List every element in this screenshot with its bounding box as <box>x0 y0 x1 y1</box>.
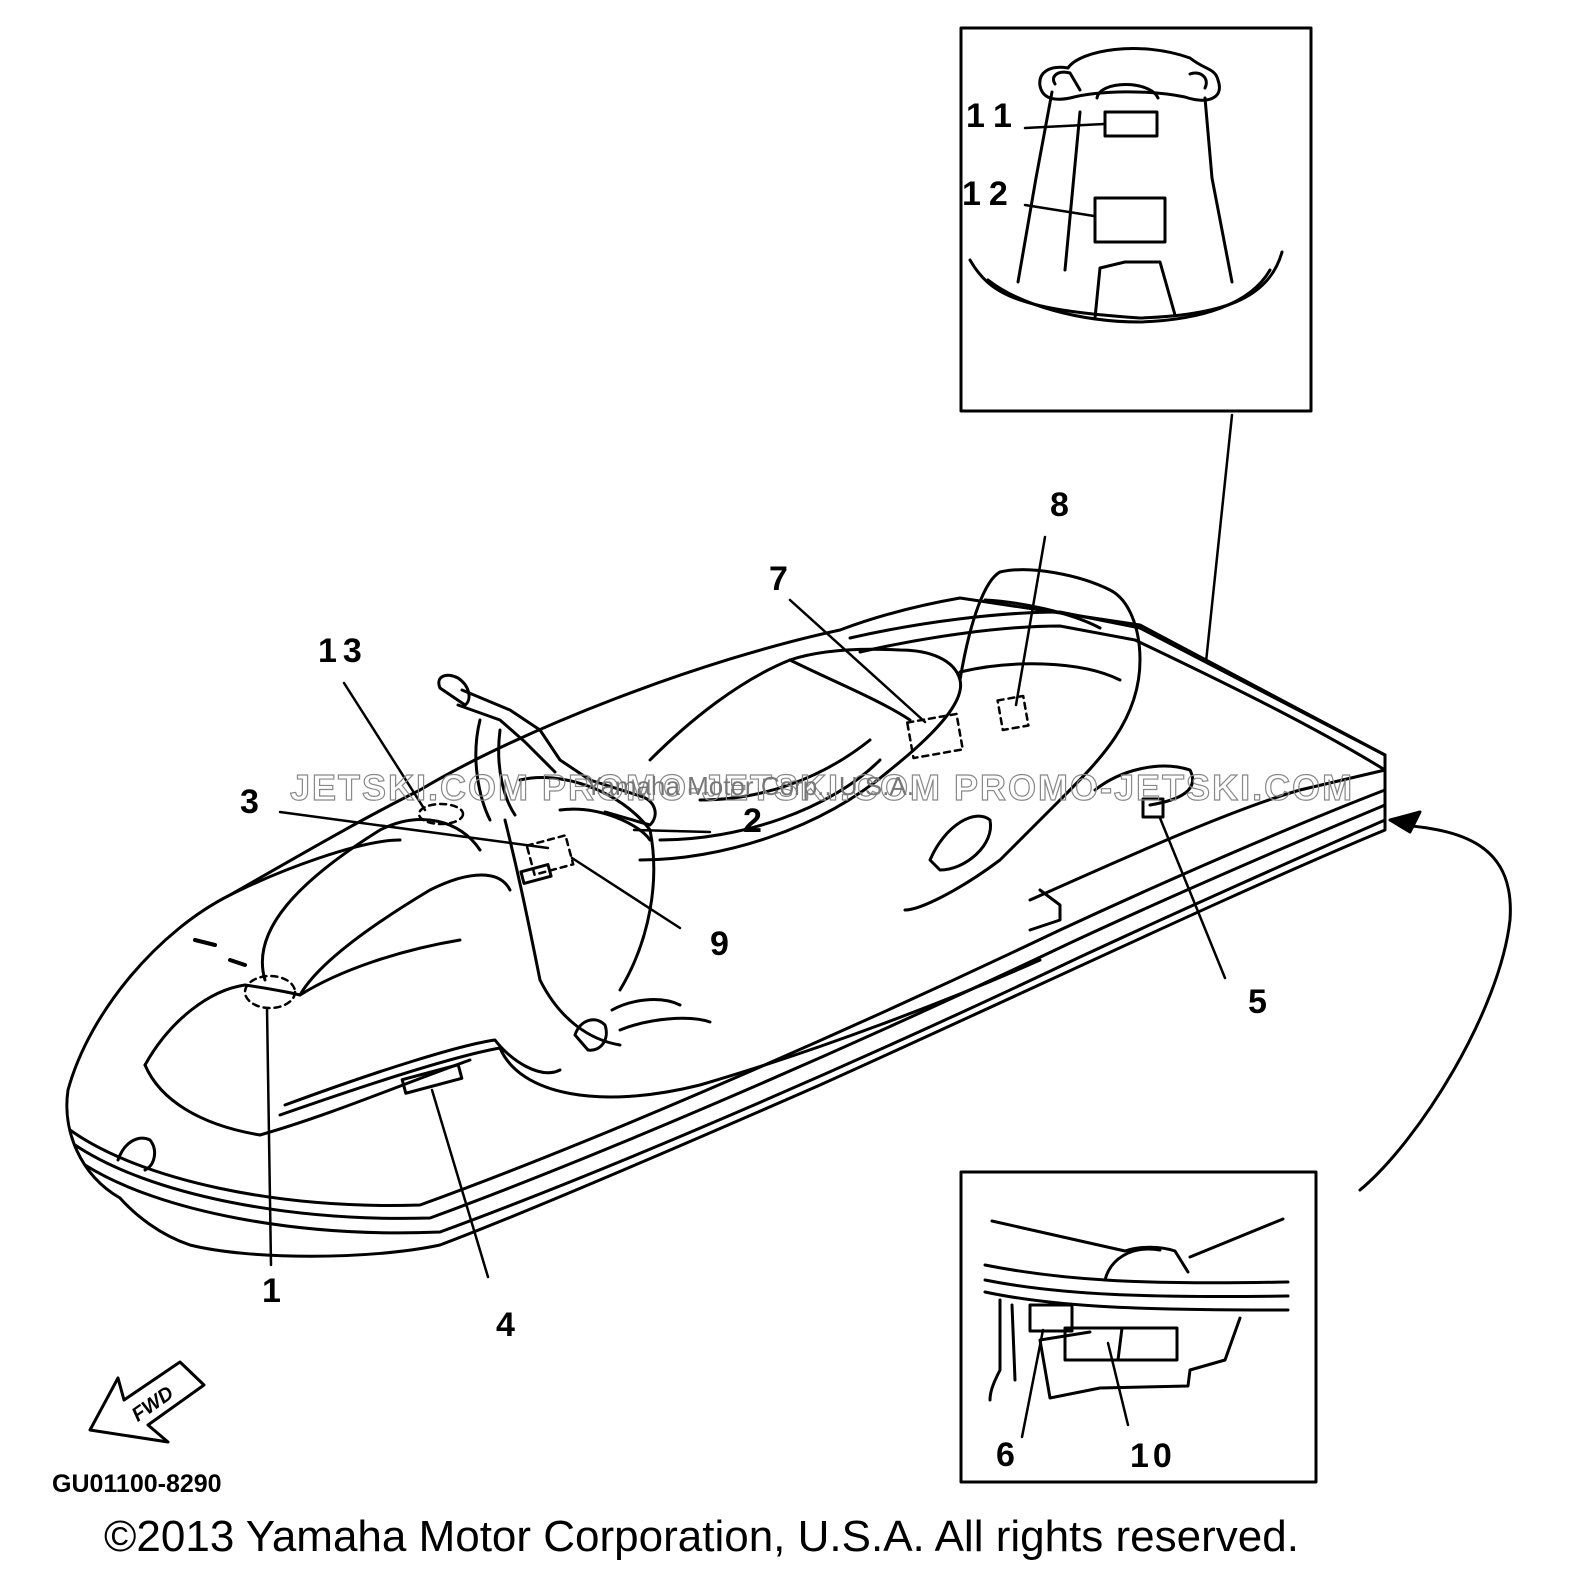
callout-5: 5 <box>1248 983 1267 1021</box>
callout-1: 1 <box>262 1272 281 1310</box>
decal-9 <box>519 863 553 885</box>
copyright-notice: ©2013 Yamaha Motor Corporation, U.S.A. A… <box>104 1512 1299 1561</box>
decal-locations <box>243 694 1030 1010</box>
inset-rear-view <box>959 1170 1318 1484</box>
view-arrow-head <box>1388 810 1422 834</box>
decal-4 <box>400 1063 464 1095</box>
fwd-arrow-icon <box>88 1360 206 1444</box>
callout-6: 6 <box>996 1436 1015 1474</box>
watermark: JETSKI.COM PROMO-JETSKI.COM PROMO-JETSKI… <box>290 767 1354 808</box>
callout-10: 10 <box>1130 1437 1176 1475</box>
callout-7: 7 <box>769 560 788 598</box>
callout-12: 12 <box>962 175 1016 213</box>
decal-5 <box>1141 797 1165 819</box>
callout-9: 9 <box>710 925 729 963</box>
callout-4: 4 <box>496 1306 515 1344</box>
callout-2: 2 <box>743 802 762 840</box>
callout-13: 13 <box>318 632 368 670</box>
watercraft-drawing <box>65 568 1387 1258</box>
fwd-label: FWD <box>128 1382 178 1426</box>
watermark-center: Yamaha Motor Corp., U.S.A. <box>585 771 914 801</box>
callout-8: 8 <box>1050 486 1069 524</box>
leader-lines <box>265 413 1234 1279</box>
drawing-code: GU01100-8290 <box>52 1470 222 1498</box>
callout-3: 3 <box>240 783 259 821</box>
view-arrow <box>1358 823 1512 1192</box>
inset-top-view <box>959 26 1313 413</box>
callout-11: 11 <box>966 97 1022 135</box>
